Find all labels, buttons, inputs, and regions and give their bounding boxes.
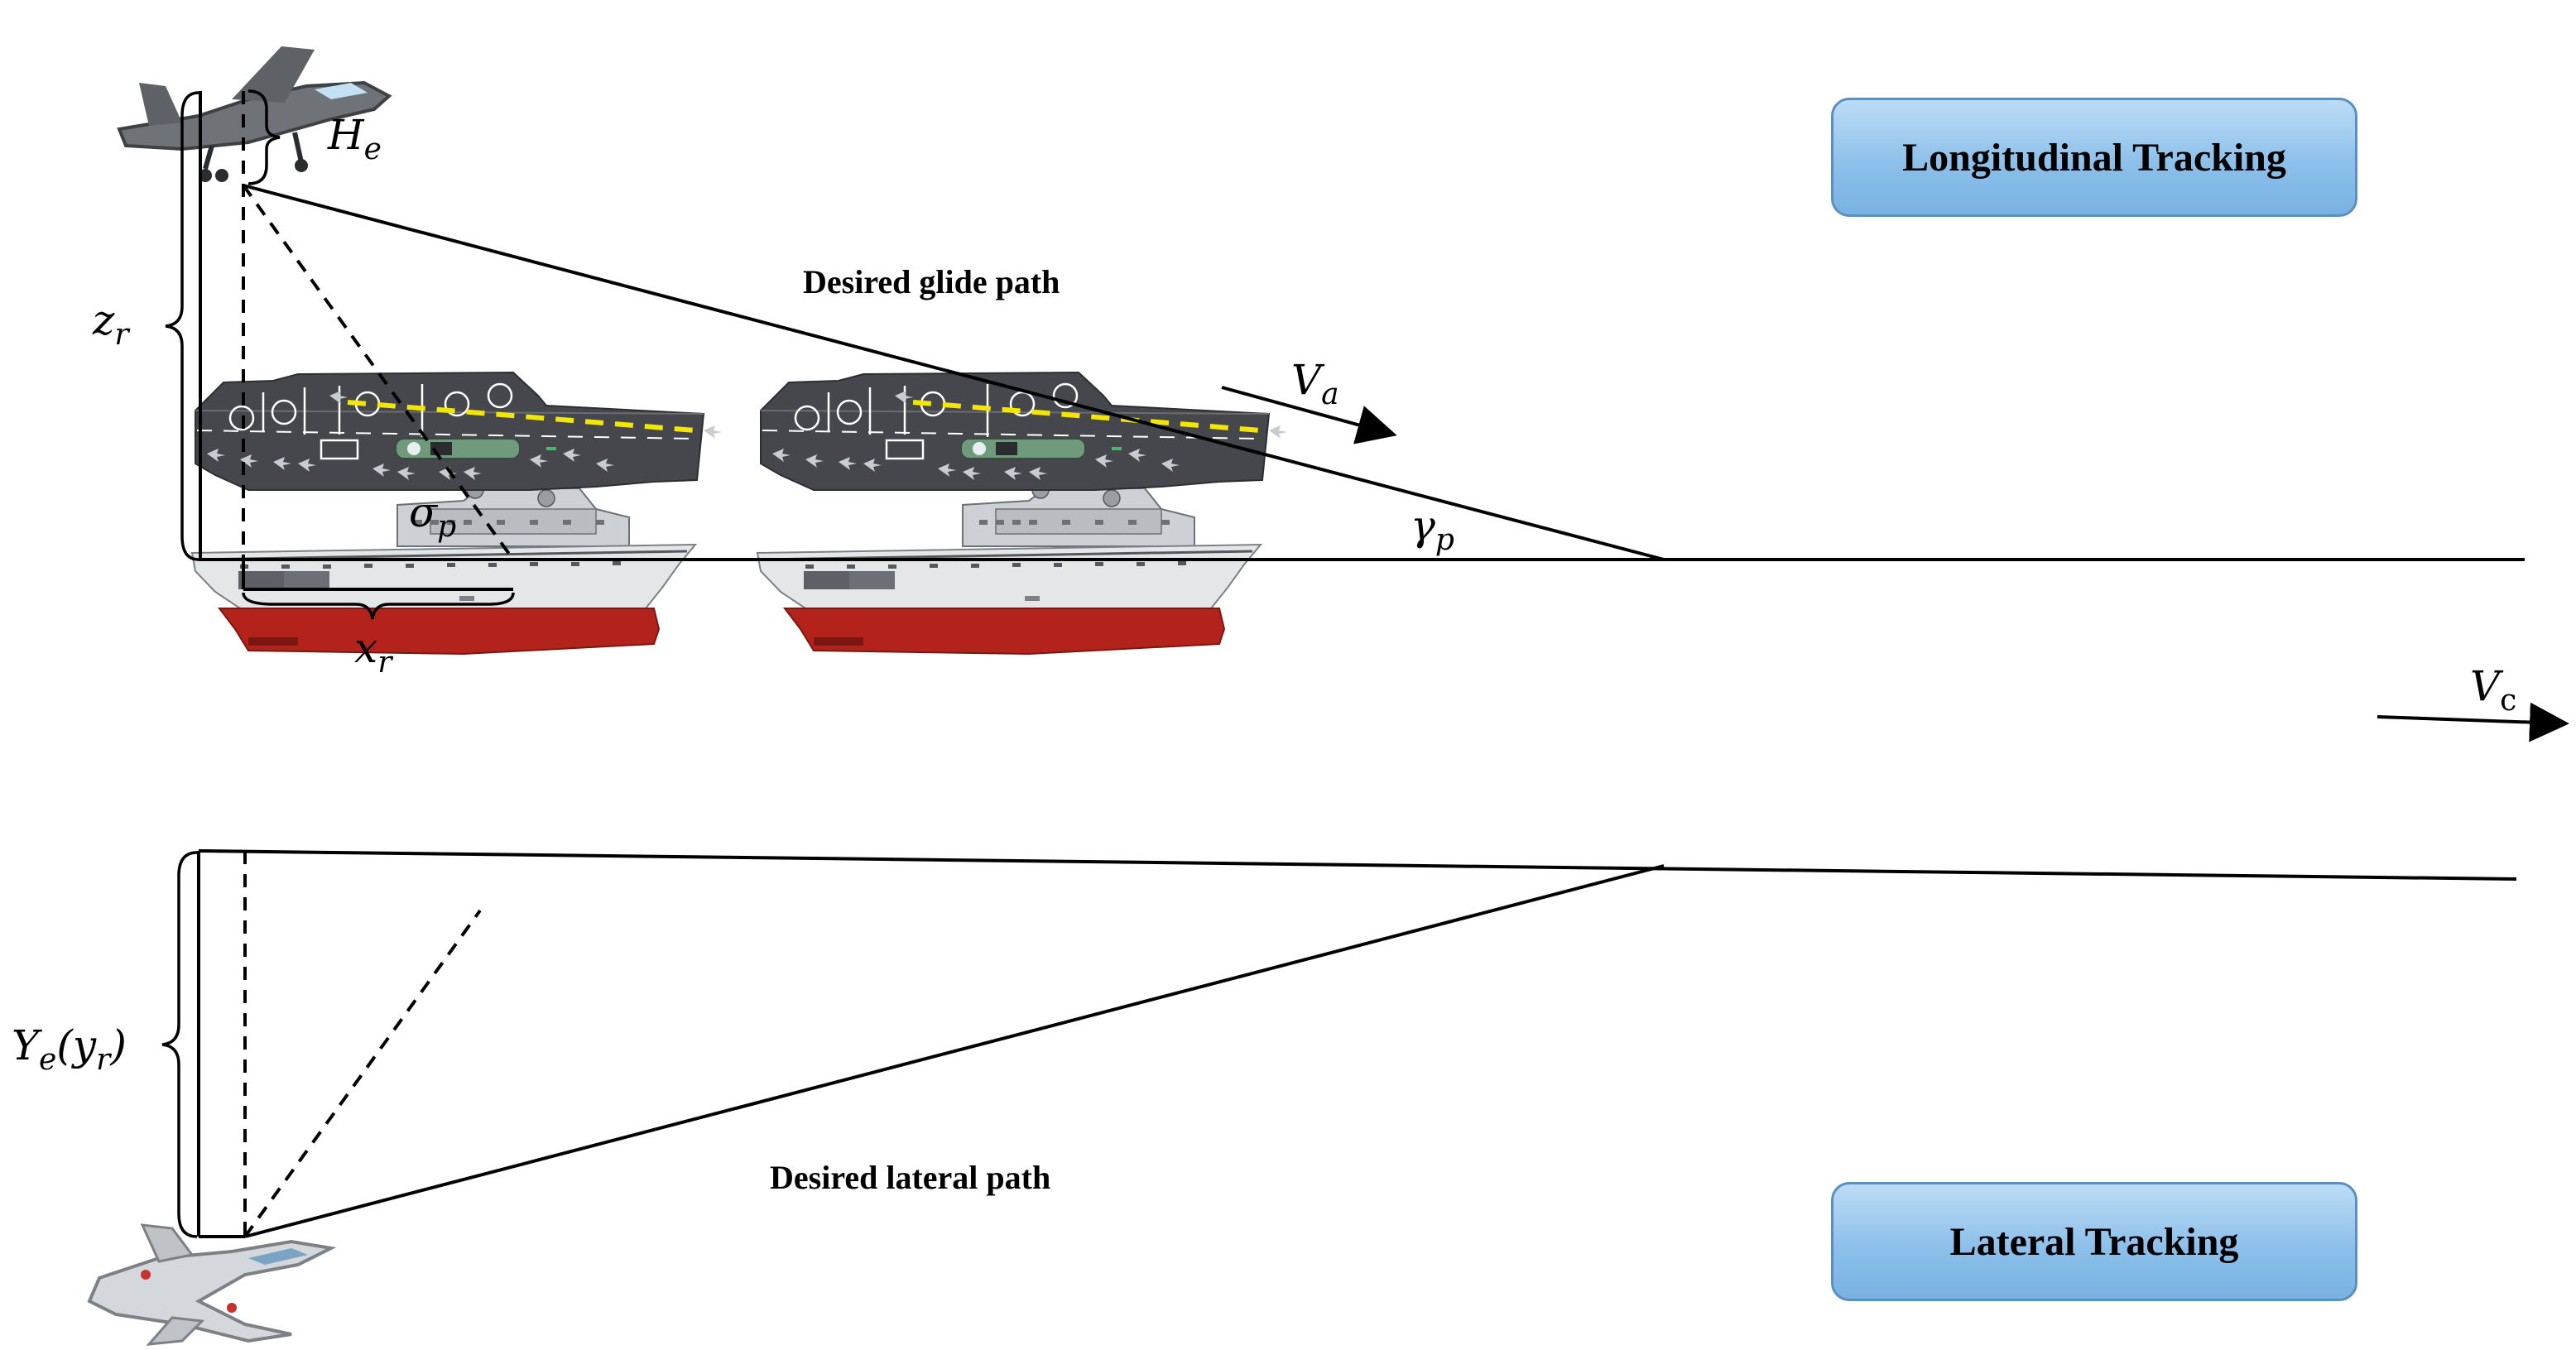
glide-path-label: Desired glide path [803, 263, 1060, 300]
he-brace [248, 89, 281, 185]
lateral-geometry [197, 849, 2517, 1238]
gamma-p-symbol: γp [1411, 502, 1454, 557]
glide-path-line [243, 184, 1665, 561]
va-arrow [1221, 386, 1397, 444]
ye-symbol: Ye(yr) [12, 1021, 127, 1077]
zr-symbol: zr [92, 296, 130, 352]
xr-symbol: xr [354, 624, 393, 680]
longitudinal-tracking-label: Longitudinal Tracking [1902, 135, 2286, 180]
sigma-dashed-line [242, 184, 515, 561]
lateral-path-label: Desired lateral path [770, 1159, 1050, 1196]
lateral-path-line [244, 864, 1665, 1238]
vc-symbol: Vc [2470, 662, 2516, 718]
va-symbol: Va [1291, 356, 1339, 411]
he-symbol: He [327, 111, 382, 166]
carrier-top-left [195, 372, 722, 490]
fighter-jet-top-icon [88, 1223, 333, 1346]
lateral-dashed-diagonal [243, 909, 482, 1238]
vc-arrow [2377, 702, 2569, 742]
zr-brace [165, 91, 199, 561]
lateral-tracking-label: Lateral Tracking [1949, 1219, 2239, 1264]
xr-brace [242, 592, 515, 620]
longitudinal-geometry [199, 91, 2525, 591]
longitudinal-tracking-box: Longitudinal Tracking [1831, 98, 2357, 217]
sigma-p-symbol: σp [409, 488, 456, 544]
ship-centerline [198, 849, 2517, 881]
lateral-tracking-box: Lateral Tracking [1831, 1182, 2357, 1301]
ye-brace [161, 851, 198, 1238]
braces [161, 89, 515, 1238]
